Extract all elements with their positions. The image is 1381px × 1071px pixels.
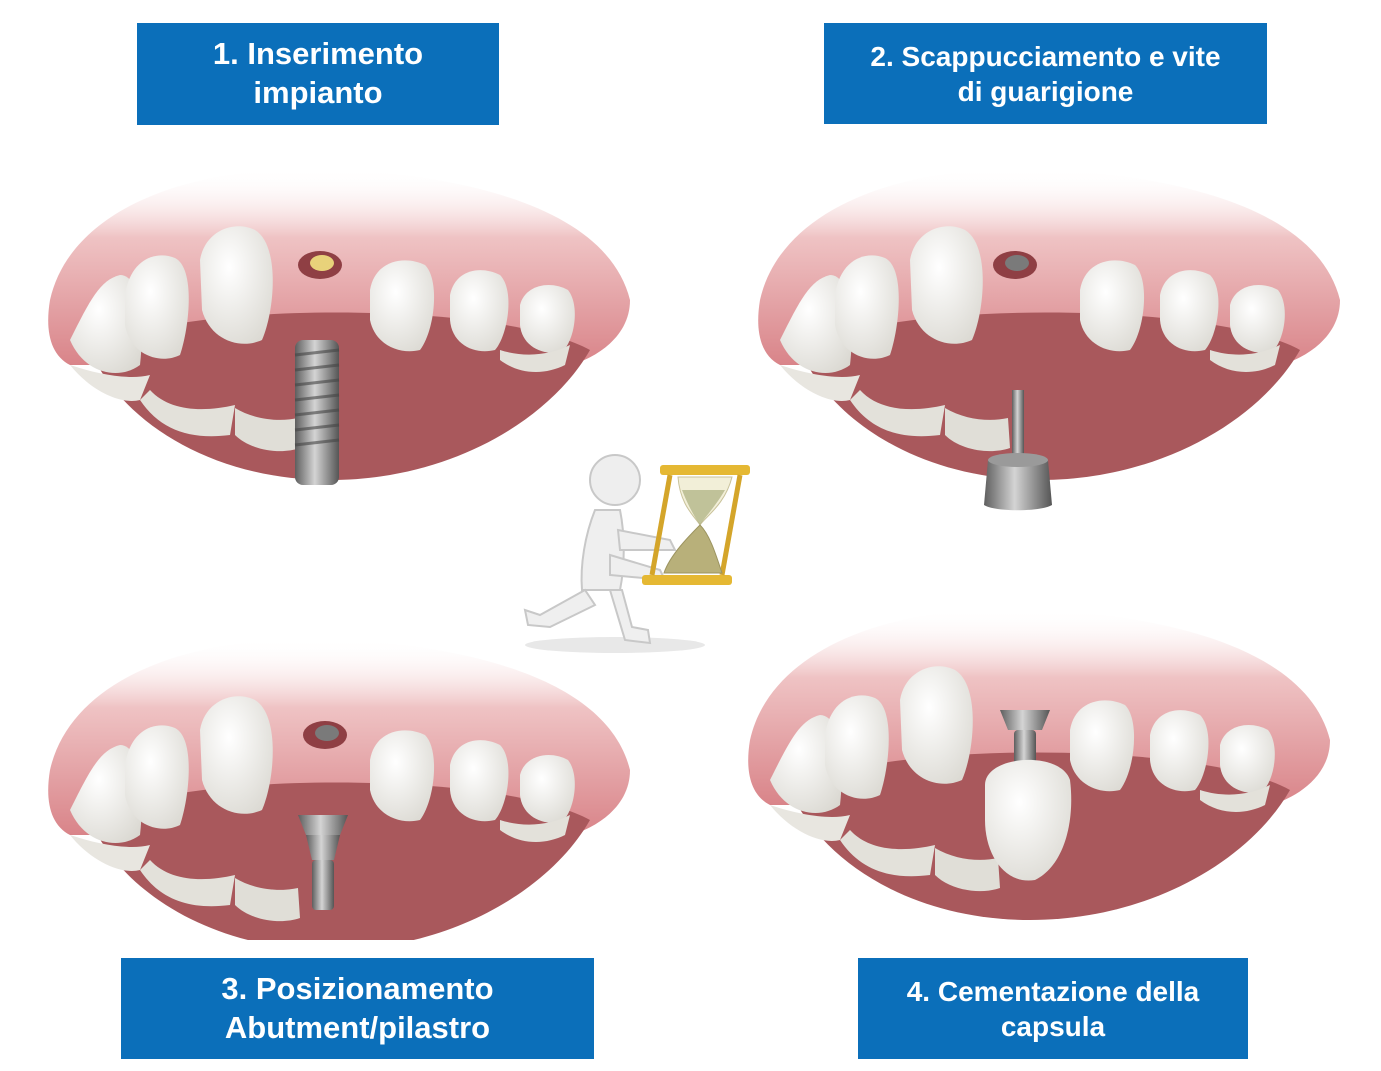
step-2-label: 2. Scappucciamento e vite di guarigione	[824, 23, 1267, 124]
step-4-label: 4. Cementazione della capsula	[858, 958, 1248, 1059]
healing-screw-icon	[984, 390, 1052, 511]
implant-screw-icon	[294, 340, 340, 485]
person-with-hourglass-icon	[523, 454, 750, 653]
hourglass-icon	[642, 465, 750, 585]
dental-arch-healing-screw-illustration	[758, 168, 1340, 511]
step-3-label: 3. Posizionamento Abutment/pilastro	[121, 958, 594, 1059]
dental-arch-abutment-illustration	[48, 638, 631, 940]
step-1-label: 1. Inserimento impianto	[137, 23, 499, 125]
crown-icon	[985, 759, 1072, 881]
abutment-icon	[298, 815, 348, 910]
dental-arch-implant-illustration	[48, 168, 631, 485]
dental-arch-crown-illustration	[748, 608, 1330, 920]
